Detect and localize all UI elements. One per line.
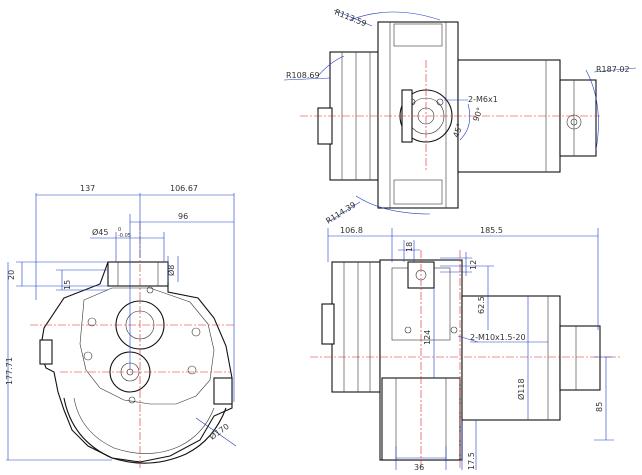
dim-width-right: 106.67 [170,184,198,193]
dim-d36: 36 [414,463,424,472]
dim-r113: R113.59 [333,8,367,29]
dim-d17: 17.5 [467,452,476,470]
dim-height-total: 177.71 [5,357,14,385]
top-thread-label: 2-M6x1 [468,95,498,104]
front-hole [146,286,154,294]
dim-d85: 85 [595,402,604,412]
dim-tol-lower: -0.05 [118,233,131,239]
dim-dia-45: Ø45 [92,227,108,237]
side-motor [461,295,561,421]
front-hole [187,365,197,375]
front-left-tab [39,339,53,365]
dim-len-185: 185.5 [480,226,503,235]
dim-dia-170: Ø170 [207,421,230,442]
dim-r108: R108.69 [286,71,320,80]
dim-width-left: 137 [80,184,95,193]
dim-r187: R187.02 [596,65,630,74]
front-wheel-inner [73,397,215,454]
dim-offset-96: 96 [178,212,188,221]
dim-height-15: 15 [63,280,72,290]
front-view: 137 106.67 96 Ø45 0 -0.05 Ø8 20 15 177.7… [5,184,237,470]
side-view: 106.8 185.5 18 12 62.5 124 2-M10x1.5-20 … [310,226,620,472]
front-hole [128,396,136,404]
top-view: R113.59 R108.69 R187.02 R114.39 2-M6x1 4… [283,8,637,226]
side-thread-label: 2-M10x1.5-20 [470,333,526,342]
dim-r114: R114.39 [324,200,357,225]
dim-d124: 124 [423,330,432,345]
front-hole [87,317,97,327]
front-top-block [107,261,169,287]
dim-d18: 18 [405,242,414,252]
side-gear-housing [331,261,381,393]
dim-len-106: 106.8 [340,226,363,235]
front-flange [79,287,215,405]
front-side-plate [213,377,233,405]
front-hole [191,327,201,337]
front-body-outline [39,261,233,463]
dim-dia-118: Ø118 [516,378,526,400]
dim-d62: 62.5 [477,296,486,314]
dim-d12: 12 [469,260,478,270]
front-hole [83,351,93,361]
front-wheel-arc [63,397,227,464]
dim-dia-8: Ø8 [166,265,176,276]
dim-tol-upper: 0 [118,227,121,233]
dim-height-20: 20 [7,270,16,280]
